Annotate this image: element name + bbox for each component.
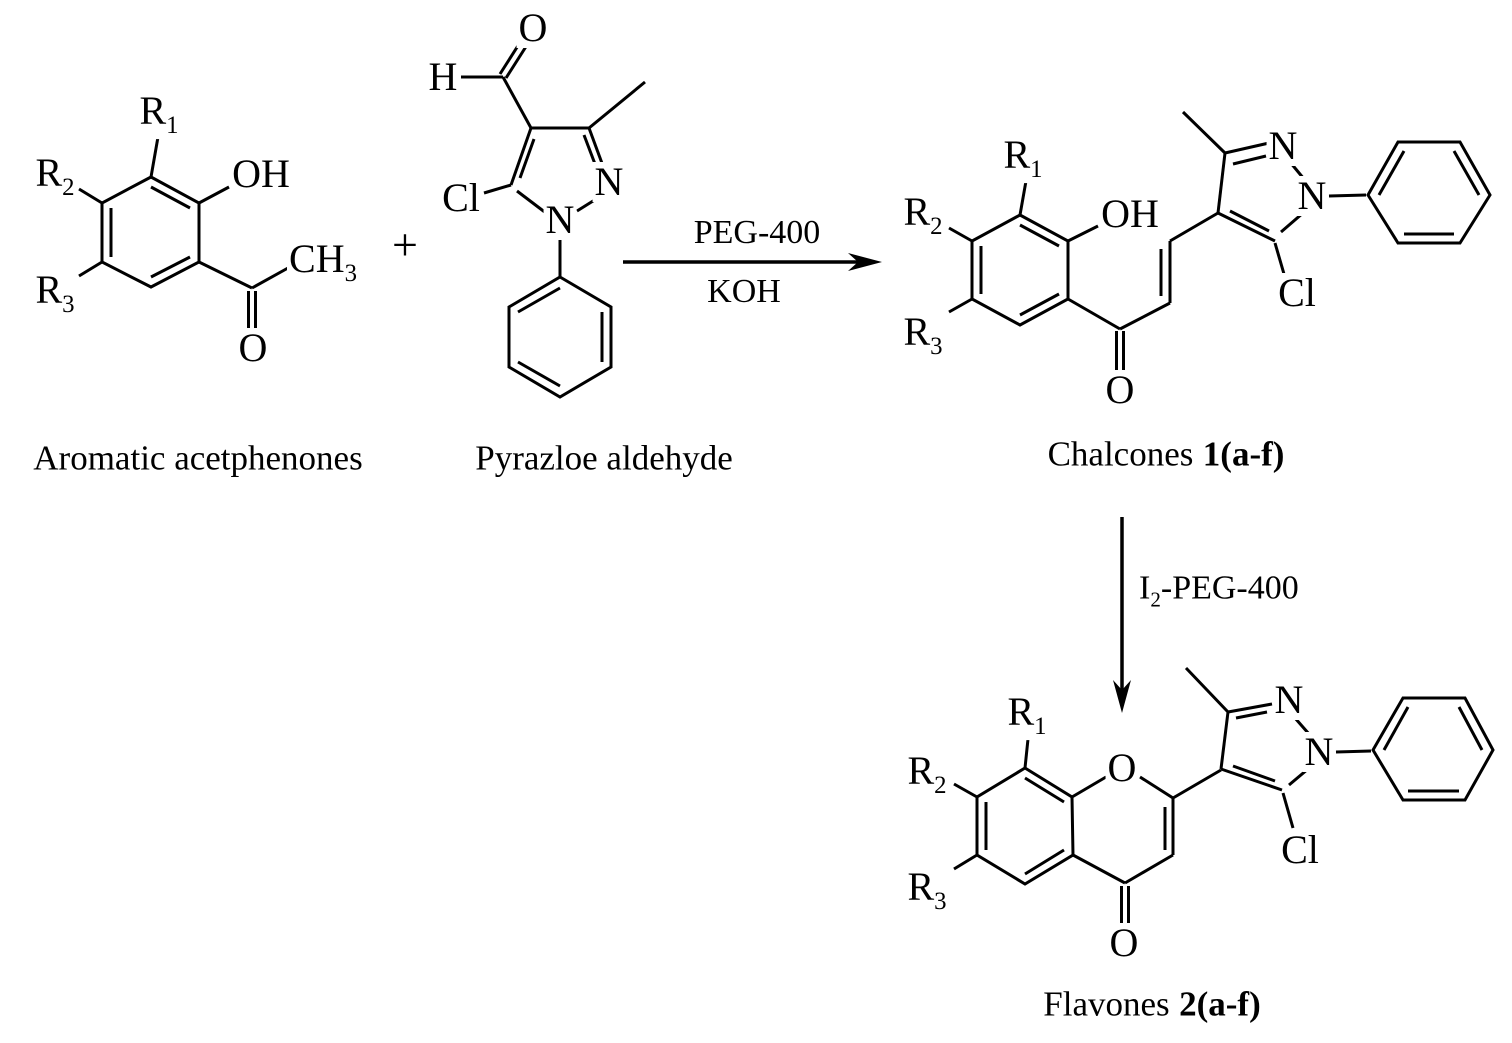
- chalcone-structure: [948, 110, 1492, 371]
- chalcone-n2-label: N: [1266, 123, 1300, 168]
- phenyl-double-bonds: [1382, 706, 1484, 793]
- reaction-arrow: [623, 253, 882, 271]
- phenyl-double-bonds: [1377, 150, 1481, 236]
- caption-compound-number: 1(a-f): [1202, 434, 1285, 474]
- chalcone-oh-label: OH: [1099, 191, 1161, 236]
- flavone-r2-label: R2: [905, 748, 949, 800]
- chalcone-r2-label: R2: [901, 189, 945, 241]
- aromatic-double-bonds: [984, 776, 1065, 876]
- plus-sign: +: [390, 219, 420, 270]
- reagent-sub: 2: [1150, 587, 1161, 612]
- chalcone-cl-label: Cl: [1276, 270, 1318, 315]
- aldehyde-n2-label: N: [592, 159, 626, 204]
- r-base: R: [1003, 132, 1031, 178]
- pyranone-ring: [1071, 775, 1175, 926]
- reagent-base: I: [1139, 569, 1151, 607]
- acetophenone-r1-label: R1: [137, 88, 181, 140]
- r-base: R: [35, 267, 63, 313]
- r-base: R: [35, 150, 63, 196]
- substituent-bonds-pyrazole: [1181, 110, 1367, 275]
- pyrazole-ring: [1216, 141, 1306, 243]
- flavone-n2-label: N: [1272, 677, 1306, 722]
- flavone-carbonyl-o-label: O: [1107, 920, 1141, 965]
- flavone-structure: [953, 666, 1495, 926]
- arrowhead: [848, 253, 882, 271]
- aromatic-double-bonds: [979, 223, 1060, 317]
- step2-reagent-label: I2-PEG-400: [1137, 569, 1301, 612]
- r-sub: 2: [930, 213, 943, 241]
- substituent-bonds: [483, 80, 646, 277]
- caption-text: Chalcones: [1047, 434, 1194, 474]
- flavone-ring-o-label: O: [1105, 745, 1139, 790]
- flavone-n1-label: N: [1302, 729, 1336, 774]
- r-sub: 1: [166, 112, 179, 140]
- benzene-ring: [975, 766, 1075, 886]
- substituent-bonds-pyrazole: [1184, 666, 1372, 829]
- aromatic-double-bonds: [109, 185, 191, 279]
- aldehyde-h-label: H: [426, 54, 460, 99]
- pyrazole-ring: [509, 126, 605, 215]
- aldehyde-cl-label: Cl: [440, 175, 482, 220]
- chalcone-n1-label: N: [1295, 173, 1329, 218]
- chalcone-carbonyl-o-label: O: [1103, 367, 1137, 412]
- acetophenone-caption: Aromatic acetphenones: [31, 438, 365, 478]
- flavone-r3-label: R3: [905, 864, 949, 916]
- substituent-bonds: [948, 180, 1099, 314]
- r-base: R: [907, 864, 935, 910]
- r-sub: 3: [62, 291, 75, 319]
- r-base: R: [139, 88, 167, 134]
- phenyl-double-bonds: [517, 286, 604, 388]
- benzene-ring: [970, 213, 1070, 327]
- phenyl-ring: [1366, 140, 1492, 245]
- acetophenone-carbonyl-o-label: O: [236, 325, 270, 370]
- down-arrow: [1113, 517, 1131, 713]
- aldehyde-bonds: [461, 40, 533, 129]
- enone-bonds: [1067, 211, 1219, 371]
- acetophenone-structure: [78, 136, 289, 331]
- aldehyde-n1-label: N: [543, 197, 577, 242]
- acetophenone-r3-label: R3: [33, 267, 77, 319]
- step1-reagent-below-label: KOH: [705, 273, 783, 310]
- phenyl-ring: [507, 275, 613, 399]
- acetyl-group-bonds: [198, 260, 289, 331]
- phenyl-ring: [1371, 696, 1495, 802]
- acetophenone-r2-label: R2: [33, 150, 77, 202]
- step1-reagent-above-label: PEG-400: [691, 214, 823, 251]
- chalcone-r3-label: R3: [901, 309, 945, 361]
- r-sub: 3: [930, 333, 943, 361]
- caption-compound-number: 2(a-f): [1179, 984, 1261, 1024]
- reagent-suffix: -PEG-400: [1160, 569, 1299, 607]
- r-sub: 3: [934, 888, 947, 916]
- r-sub: 1: [1030, 156, 1043, 184]
- r-sub: 1: [1034, 713, 1047, 741]
- caption-text: Flavones: [1043, 984, 1170, 1024]
- arrowhead: [1113, 680, 1131, 713]
- chalcone-r1-label: R1: [1001, 132, 1045, 184]
- acetophenone-ch3-label: CH3: [287, 239, 359, 287]
- flavone-cl-label: Cl: [1279, 827, 1321, 872]
- ch-sub: 3: [344, 260, 357, 288]
- ch-base: CH: [289, 236, 345, 282]
- pyrazole-aldehyde-caption: Pyrazloe aldehyde: [473, 438, 735, 478]
- r-base: R: [1007, 689, 1035, 735]
- pyrazole-link-bond: [1172, 768, 1222, 800]
- flavone-r1-label: R1: [1005, 689, 1049, 741]
- benzene-ring: [100, 175, 201, 289]
- r-sub: 2: [934, 772, 947, 800]
- r-sub: 2: [62, 174, 75, 202]
- substituent-bonds: [953, 738, 1030, 871]
- aldehyde-o-label: O: [516, 5, 550, 50]
- r-base: R: [907, 748, 935, 794]
- r-base: R: [903, 309, 931, 355]
- acetophenone-oh-label: OH: [230, 151, 292, 196]
- r-base: R: [903, 189, 931, 235]
- substituent-bonds: [78, 136, 230, 278]
